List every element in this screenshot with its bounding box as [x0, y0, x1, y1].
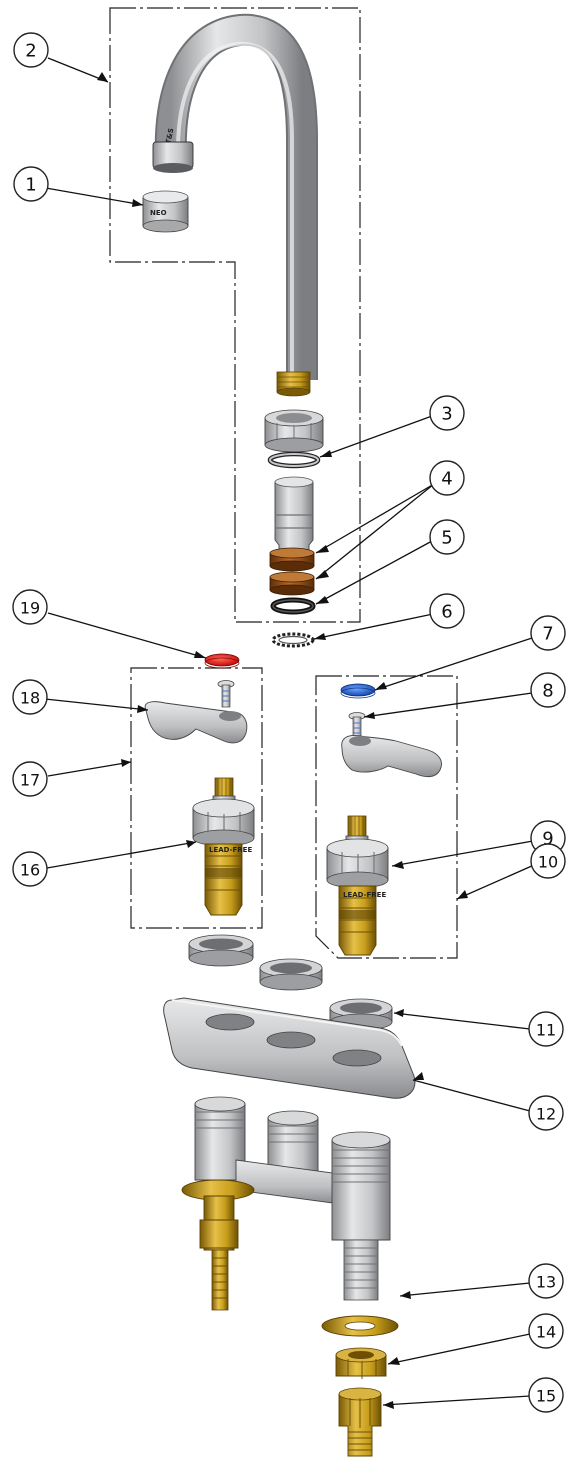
- cartridge-cold-marking: LEAD-FREE: [343, 891, 386, 899]
- svg-text:13: 13: [536, 1273, 556, 1292]
- cartridge-hot-marking: LEAD-FREE: [209, 846, 252, 854]
- gooseneck-spout: T&S: [152, 13, 318, 397]
- svg-text:8: 8: [542, 681, 553, 702]
- svg-text:10: 10: [538, 853, 558, 872]
- locknut-center: [259, 958, 323, 991]
- aerator: NEO: [142, 190, 189, 233]
- hex-nut-14: [335, 1347, 387, 1379]
- spout-assembly-outline: [109, 7, 361, 623]
- callout-19: 19: [12, 589, 48, 625]
- svg-text:11: 11: [536, 1021, 556, 1040]
- handle-screw-hot: [217, 680, 235, 708]
- friction-washer-13: [321, 1315, 399, 1337]
- callout-14: 14: [528, 1313, 564, 1349]
- callout-5: 5: [429, 519, 465, 555]
- svg-text:16: 16: [20, 861, 40, 880]
- callout-11: 11: [528, 1011, 564, 1047]
- handle-screw-cold: [348, 712, 366, 740]
- deck-plate: [163, 997, 416, 1099]
- index-button-hot: [204, 653, 240, 669]
- callout-8: 8: [530, 672, 566, 708]
- o-ring-5: [270, 597, 316, 615]
- callout-15: 15: [528, 1377, 564, 1413]
- svg-text:4: 4: [441, 469, 452, 490]
- svg-text:15: 15: [536, 1387, 556, 1406]
- svg-text:18: 18: [20, 689, 40, 708]
- cartridge-hot: LEAD-FREE: [192, 777, 255, 916]
- svg-text:14: 14: [536, 1323, 556, 1342]
- svg-text:3: 3: [441, 404, 452, 425]
- aerator-marking: NEO: [150, 209, 167, 217]
- callout-13: 13: [528, 1263, 564, 1299]
- spout-adapter: [274, 476, 314, 558]
- callout-4: 4: [429, 460, 465, 496]
- svg-text:7: 7: [542, 624, 553, 645]
- lever-handle-hot: [144, 701, 248, 744]
- callout-7: 7: [530, 615, 566, 651]
- svg-text:17: 17: [20, 771, 40, 790]
- svg-text:6: 6: [441, 602, 452, 623]
- svg-text:2: 2: [25, 41, 36, 62]
- svg-text:9: 9: [542, 829, 553, 850]
- callout-18: 18: [12, 679, 48, 715]
- callout-2: 2: [13, 32, 49, 68]
- swivel-nut: [264, 409, 324, 453]
- cartridge-cold: LEAD-FREE: [326, 815, 389, 956]
- index-button-cold: [340, 683, 376, 699]
- cold-handle-kit-outline: [315, 675, 458, 959]
- locknut-left: [188, 934, 254, 967]
- callout-6: 6: [429, 593, 465, 629]
- callout-3: 3: [429, 395, 465, 431]
- lever-handle-cold: [341, 735, 442, 778]
- washer-4-lower: [269, 571, 315, 596]
- callouts: 1 2 3 4 5 6 7 8 9 10 11 12 13 14 15 16 1…: [12, 32, 566, 1413]
- callout-16: 16: [12, 851, 48, 887]
- callout-12: 12: [528, 1095, 564, 1131]
- callout-1: 1: [13, 166, 49, 202]
- o-ring-3: [267, 451, 321, 469]
- svg-text:1: 1: [25, 175, 36, 196]
- washer-4-upper: [269, 547, 315, 572]
- leader-lines: [39, 57, 535, 1409]
- tailpiece-adapter-15: [338, 1387, 382, 1457]
- valve-body: [181, 1096, 391, 1311]
- svg-text:12: 12: [536, 1105, 556, 1124]
- svg-text:19: 19: [20, 599, 40, 618]
- svg-text:5: 5: [441, 528, 452, 549]
- spout-marking: T&S: [164, 127, 175, 144]
- lock-washer-6: [271, 632, 315, 648]
- callout-10: 10: [530, 843, 566, 879]
- callout-17: 17: [12, 761, 48, 797]
